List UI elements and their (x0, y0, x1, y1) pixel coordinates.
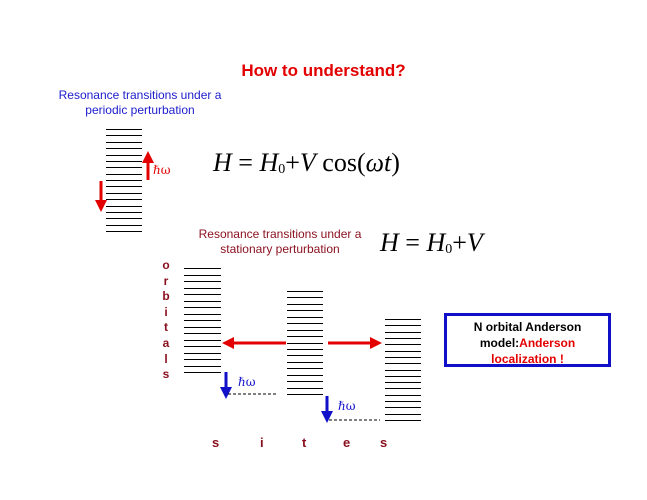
sites-letter: s (212, 435, 220, 450)
eq1-h: H (213, 148, 232, 177)
eq2-h: H (380, 228, 399, 257)
box-line-2-highlight: Anderson (519, 336, 576, 350)
eq1-h0: H (259, 148, 279, 177)
orbitals-letter: o (162, 258, 170, 272)
energy-ladder-periodic (106, 129, 142, 232)
eq1-t: t (383, 148, 392, 177)
orbitals-letter: a (162, 335, 170, 350)
energy-ladder-site-1 (184, 268, 221, 373)
sites-letter: e (343, 435, 351, 450)
periodic-caption: Resonance transitions under a periodic p… (40, 88, 240, 118)
eq2-subscript: 0 (445, 242, 453, 257)
eq1-close: ) (391, 148, 400, 177)
orbitals-letter: i (164, 304, 168, 319)
slide-title: How to understand? (241, 61, 406, 80)
anderson-localization-box: N orbital Anderson model:Anderson locali… (444, 313, 611, 367)
equation-periodic: H = H0+V cos(ωt) (213, 148, 400, 178)
orbitals-letter: t (164, 320, 168, 335)
orbitals-letter: s (162, 367, 170, 382)
eq1-cos: cos( (322, 148, 366, 177)
equation-stationary: H = H0+V (380, 228, 483, 258)
periodic-caption-line-2: periodic perturbation (85, 103, 195, 117)
hbar-omega-label-red: ℏω (153, 163, 171, 177)
box-line-2-prefix: model: (479, 336, 520, 350)
sites-letter: t (302, 435, 307, 450)
eq2-h0: H (426, 228, 446, 257)
energy-ladder-site-2 (287, 291, 323, 395)
eq1-omega: ω (365, 148, 384, 177)
eq1-subscript: 0 (278, 162, 286, 177)
hbar-omega-label-blue-1: ℏω (238, 375, 256, 389)
orbitals-letter: l (164, 351, 168, 366)
stationary-caption-line-2: stationary perturbation (220, 242, 340, 256)
sites-letter: s (380, 435, 388, 450)
box-line-2: model:Anderson (447, 335, 608, 351)
orbitals-vertical-label: o r b i t a l s (159, 258, 173, 383)
eq2-equals: = (405, 228, 420, 257)
orbitals-letter: r (163, 273, 169, 288)
eq1-v: V (299, 148, 316, 177)
sites-letter: i (260, 435, 264, 450)
eq1-plus: + (285, 148, 300, 177)
stationary-caption-line-1: Resonance transitions under a (198, 227, 362, 241)
orbitals-letter: b (162, 289, 170, 304)
energy-ladder-site-3 (385, 319, 421, 421)
hbar-omega-label-blue-2: ℏω (338, 399, 356, 413)
box-line-1: N orbital Anderson (473, 320, 582, 334)
eq2-v: V (466, 228, 483, 257)
eq2-plus: + (452, 228, 467, 257)
box-line-3: localization ! (491, 352, 564, 366)
stationary-caption: Resonance transitions under a stationary… (180, 227, 380, 257)
periodic-caption-line-1: Resonance transitions under a (58, 88, 222, 102)
eq1-equals: = (238, 148, 253, 177)
